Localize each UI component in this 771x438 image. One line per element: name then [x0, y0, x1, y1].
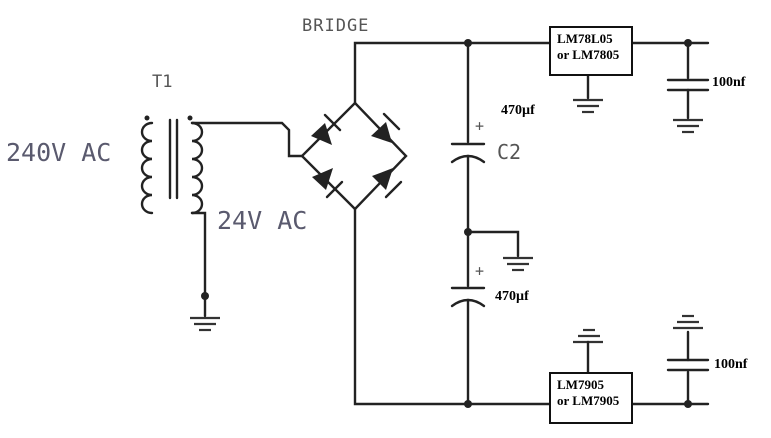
reg-neg-line1: LM7905	[557, 377, 604, 392]
ground-symbol-out-top	[673, 118, 703, 134]
output-capacitor-top	[666, 41, 710, 120]
secondary-polarity-dot	[187, 115, 193, 121]
ground-symbol-reg-pos	[573, 98, 603, 114]
bridge-label: BRIDGE	[302, 16, 370, 36]
cap-top-plus-sign: +	[475, 117, 485, 135]
secondary-voltage-label: 24V AC	[217, 206, 308, 235]
ground-symbol-reg-neg	[573, 328, 603, 374]
capacitor-c2-label: C2	[497, 140, 522, 164]
secondary-to-ground-wire	[190, 211, 207, 298]
reg-pos-line2: or LM7805	[557, 47, 620, 62]
positive-rail-wire	[353, 41, 552, 105]
regulator-positive-box: LM78L05 or LM7805	[549, 26, 633, 76]
regulator-negative-box: LM7905 or LM7905	[549, 372, 633, 424]
reg-pos-line1: LM78L05	[557, 31, 613, 46]
ground-symbol-transformer	[190, 294, 220, 332]
ground-symbol-out-bottom	[673, 314, 703, 330]
cap-bottom-value: 470µf	[495, 289, 529, 304]
negative-rail-wire	[353, 207, 552, 406]
transformer-primary-coil	[140, 121, 154, 215]
out-cap-top-value: 100nf	[712, 75, 746, 90]
primary-voltage-label: 240V AC	[6, 138, 112, 167]
cap-bottom-plus-sign: +	[475, 262, 485, 280]
primary-polarity-dot	[144, 115, 150, 121]
midpoint-ground-wire	[466, 230, 520, 258]
transformer-core	[168, 118, 179, 200]
transformer-label: T1	[152, 72, 173, 92]
cap-top-value: 470µf	[501, 103, 535, 118]
secondary-to-bridge-wire	[190, 121, 304, 158]
bridge-rectifier	[300, 101, 408, 211]
reg-neg-line2: or LM7905	[557, 393, 620, 408]
ground-symbol-midpoint	[503, 256, 533, 272]
out-cap-bottom-value: 100nf	[714, 357, 748, 372]
transformer-secondary-coil	[190, 121, 204, 215]
output-capacitor-bottom	[666, 330, 710, 406]
